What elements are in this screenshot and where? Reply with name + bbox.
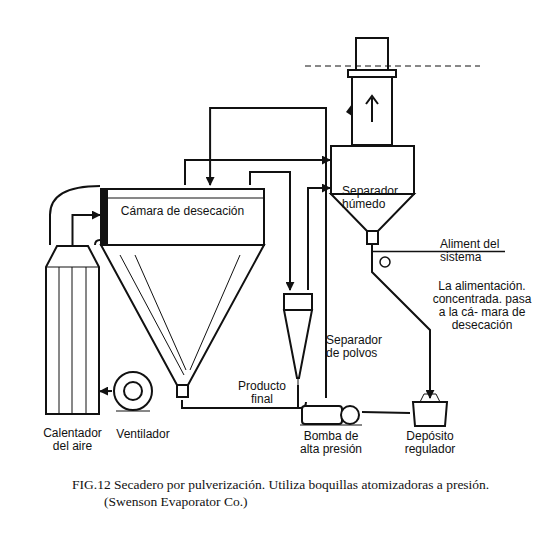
cyclone-outlet xyxy=(298,378,299,385)
equipment-label: Separador de polvos xyxy=(326,334,390,360)
node-outline xyxy=(278,290,318,385)
chamber-cone xyxy=(101,245,264,385)
dust-separator: Separador de polvos xyxy=(278,290,318,385)
chamber-cylinder xyxy=(101,189,264,245)
feed-note: La alimentación. concentrada. pasa a la … xyxy=(432,280,532,332)
equipment-label: Cámara de desecación xyxy=(100,205,265,218)
fan: Ventilador xyxy=(112,370,154,412)
air-duct-elbow xyxy=(50,186,100,245)
heater-lines xyxy=(46,267,99,414)
cut-line xyxy=(305,66,480,67)
equipment-label: Bomba de alta presión xyxy=(295,430,367,456)
pump-motor xyxy=(341,406,359,424)
pump-base xyxy=(300,425,362,426)
fan-base xyxy=(116,411,150,412)
feed-label: Aliment del sistema xyxy=(440,238,506,264)
chamber-band xyxy=(101,198,264,199)
node-outline xyxy=(112,370,154,412)
regulating-tank: Depósito regulador xyxy=(410,398,450,428)
feed-valve xyxy=(380,257,390,267)
equipment-label: Depósito regulador xyxy=(395,430,465,456)
heater-body xyxy=(46,246,99,414)
tank-handle xyxy=(420,394,440,402)
air-duct-inner xyxy=(95,240,100,245)
node-outline xyxy=(45,245,100,415)
chamber-outlet xyxy=(177,385,188,397)
fan-hub xyxy=(124,382,142,400)
product-pipe xyxy=(297,385,299,408)
air-heater: Calentador del aire xyxy=(45,245,100,415)
cone-hatch xyxy=(120,255,240,375)
pipe-connector xyxy=(372,245,430,398)
pipe-connector xyxy=(73,215,101,245)
high-pressure-pump: Bomba de alta presión xyxy=(300,398,362,426)
equipment-label: Ventilador xyxy=(102,428,184,441)
node-outline xyxy=(300,398,362,426)
cyclone-cone xyxy=(284,310,312,378)
node-outline xyxy=(410,398,450,428)
tank-body xyxy=(413,402,447,426)
pump-body xyxy=(302,406,342,424)
wet-separator: Separador húmedo xyxy=(330,145,415,245)
figure-caption: FIG.12 Secadero por pulverización. Utili… xyxy=(72,476,527,510)
equipment-label: Calentador del aire xyxy=(35,427,110,453)
cyclone-cylinder xyxy=(284,294,312,310)
chamber-shade xyxy=(101,189,108,245)
product-pipe xyxy=(182,400,300,408)
fan-housing xyxy=(114,372,152,410)
separator-outlet xyxy=(367,231,378,244)
exhaust-arrow xyxy=(366,96,378,122)
stack-damper xyxy=(346,104,352,116)
pipe-connector xyxy=(100,390,112,392)
product-label: Producto final xyxy=(232,380,292,406)
pipe-connector xyxy=(362,412,410,413)
exhaust-stack xyxy=(352,75,392,145)
equipment-label: Separador húmedo xyxy=(342,185,414,211)
drying-chamber: Cámara de desecación xyxy=(100,185,265,400)
stack-flange xyxy=(348,70,396,77)
